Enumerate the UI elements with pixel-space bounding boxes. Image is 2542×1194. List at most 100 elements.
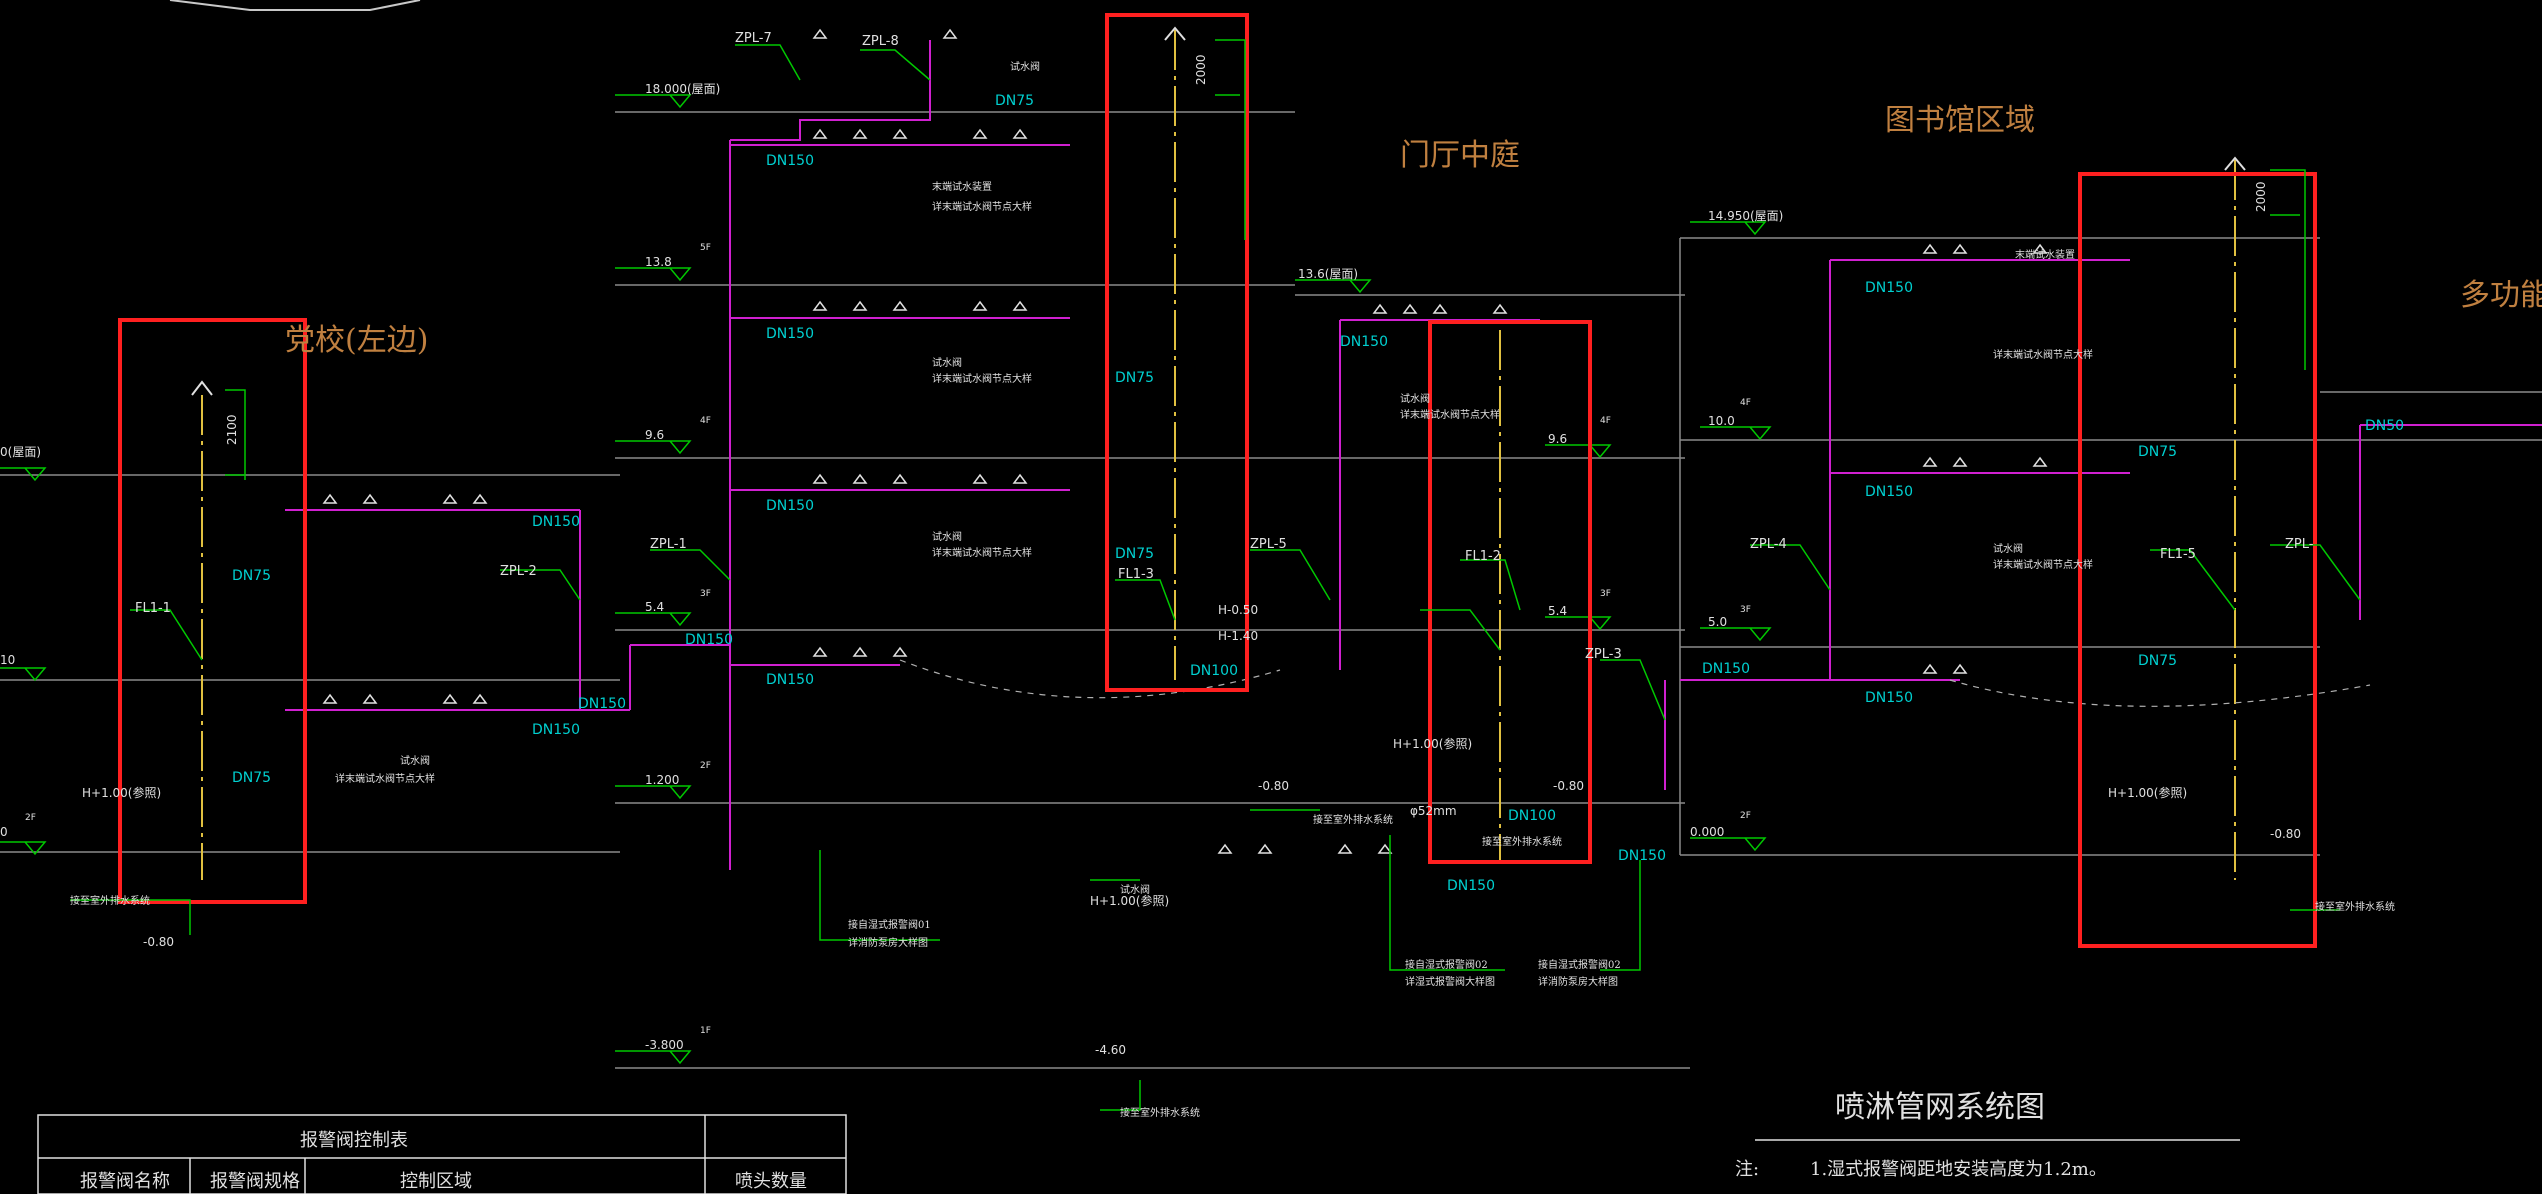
dn-22: DN75 [2138, 653, 2177, 669]
dn-13: DN150 [1340, 334, 1388, 350]
table-header-name: 报警阀名称 [80, 1171, 170, 1192]
top-edge-shape [169, 0, 421, 11]
region-dangxiao: 党校(左边) [285, 323, 428, 358]
sprinkler-heads [322, 28, 2048, 854]
notes-label: 注: [1735, 1159, 1759, 1180]
note-test-valve-4: 试水阀 [1400, 392, 1430, 405]
floor-4f: 4F [700, 416, 711, 426]
dn-20: DN150 [1865, 690, 1913, 706]
floor-3f-c: 3F [1740, 605, 1751, 615]
note-test-valve-1: 试水阀 [1010, 60, 1040, 73]
dim-2000-a: 2000 [1194, 54, 1208, 85]
floor-2f: 2F [700, 761, 711, 771]
dn-12: DN100 [1190, 663, 1238, 679]
neg-460: -4.60 [1095, 1043, 1126, 1057]
note-test-valve-5: 试水阀 [1993, 542, 2023, 555]
elev-5: 5.0 [1708, 615, 1727, 629]
note-alarm-3: 接自湿式报警阀02 [1538, 958, 1621, 971]
pipe-network [285, 40, 2542, 870]
note-pump-3: 接至室外排水系统 [2315, 900, 2395, 913]
dn-9: DN75 [995, 93, 1034, 109]
vent-arrows [191, 26, 2246, 396]
alarm-valve-table [37, 1114, 847, 1194]
dim-2000-b: 2000 [2254, 181, 2268, 212]
leader-lines [70, 39, 2361, 1111]
elev-m3-8: -3.800 [645, 1038, 684, 1052]
dn-4: DN150 [766, 672, 814, 688]
elev-1-2: 1.200 [645, 773, 679, 787]
elev-13-6: 13.6(屋面) [1298, 267, 1358, 281]
label-fl11: FL1-1 [135, 601, 171, 616]
dn-16: DN150 [1618, 848, 1666, 864]
label-fl12: FL1-2 [1465, 549, 1501, 564]
table-title: 报警阀控制表 [300, 1130, 408, 1151]
note-end-detail-6: 详末端试水阀节点大样 [1993, 558, 2093, 571]
label-fl15: FL1-5 [2160, 547, 2196, 562]
neg-080-3: -0.80 [2270, 827, 2301, 841]
dn-19: DN150 [1865, 484, 1913, 500]
dn-25: DN75 [232, 770, 271, 786]
dn-6: DN150 [578, 696, 626, 712]
h-050: H-0.50 [1218, 603, 1258, 617]
note-pump-4: 接至室外排水系统 [70, 894, 150, 907]
table-header-count: 喷头数量 [735, 1171, 807, 1192]
note-end-detail-7: 详末端试水阀节点大样 [335, 772, 435, 785]
floor-lines [0, 111, 2542, 1069]
floor-1f: 1F [700, 1026, 711, 1036]
label-zpl5: ZPL-5 [1250, 537, 1287, 552]
note-end-detail-4: 详末端试水阀节点大样 [1400, 408, 1500, 421]
elev-9-6-b: 9.6 [1548, 432, 1567, 446]
floor-4f-c: 4F [1740, 398, 1751, 408]
dn-5: DN150 [685, 632, 733, 648]
note-test-valve-3: 试水阀 [932, 530, 962, 543]
elev-left-roof: 0(屋面) [0, 445, 41, 459]
label-zpl3: ZPL-3 [1585, 647, 1622, 662]
note-pump-1: 接至室外排水系统 [1313, 813, 1393, 826]
note-alarm-detail-2: 详湿式报警阀大样图 [1405, 975, 1495, 988]
elev-left-10: 10 [0, 653, 15, 667]
dn-15: DN100 [1508, 808, 1556, 824]
label-zpl4: ZPL-4 [1750, 537, 1787, 552]
table-header-area: 控制区域 [400, 1171, 472, 1192]
elevation-markers [0, 94, 1772, 1065]
dim-2100: 2100 [225, 414, 239, 445]
dn-10: DN75 [1115, 370, 1154, 386]
note-end-test-1: 末端试水装置 [932, 180, 992, 193]
h-ref-4: H+1.00(参照) [82, 785, 161, 800]
note-end-detail-2: 详末端试水阀节点大样 [932, 372, 1032, 385]
label-zpl8: ZPL-8 [862, 34, 899, 49]
floor-2f-left: 2F [25, 813, 36, 823]
elev-left-0: 0 [0, 825, 8, 839]
floor-5f: 5F [700, 243, 711, 253]
h-140: H-1.40 [1218, 629, 1258, 643]
floor-2f-c: 2F [1740, 811, 1751, 821]
h-ref-1: H+1.00(参照) [1090, 893, 1169, 908]
note-end-detail-5: 详末端试水阀节点大样 [1993, 348, 2093, 361]
floor-4f-b: 4F [1600, 416, 1611, 426]
dn-14: DN150 [1447, 878, 1495, 894]
table-header-spec: 报警阀规格 [210, 1171, 300, 1192]
label-zpl2: ZPL-2 [500, 564, 537, 579]
dn-21: DN75 [2138, 444, 2177, 460]
note-pump-5: 接至室外排水系统 [1120, 1106, 1200, 1119]
note-end-test-2: 末端试水装置 [2015, 248, 2075, 261]
region-tushuguan: 图书馆区域 [1885, 103, 2035, 138]
phi-52: φ52mm [1410, 804, 1457, 818]
label-zpl-r: ZPL- [2285, 537, 2314, 552]
h-ref-3: H+1.00(参照) [2108, 785, 2187, 800]
dn-18: DN150 [1865, 280, 1913, 296]
note-alarm-2: 接自湿式报警阀02 [1405, 958, 1488, 971]
region-duogongneng: 多功能 [2460, 278, 2542, 313]
neg-080-4: -0.80 [143, 935, 174, 949]
h-ref-2: H+1.00(参照) [1393, 736, 1472, 751]
note-alarm-1: 接自湿式报警阀01 [848, 918, 931, 931]
dn-23: DN50 [2365, 418, 2404, 434]
dn-24: DN75 [232, 568, 271, 584]
note-alarm-detail-3: 详消防泵房大样图 [1538, 975, 1618, 988]
dn-2: DN150 [766, 326, 814, 342]
diagram-title: 喷淋管网系统图 [1835, 1090, 2045, 1125]
note-test-valve-6: 试水阀 [400, 754, 430, 767]
note-end-detail-1: 详末端试水阀节点大样 [932, 200, 1032, 213]
note-pump-2: 接至室外排水系统 [1482, 835, 1562, 848]
